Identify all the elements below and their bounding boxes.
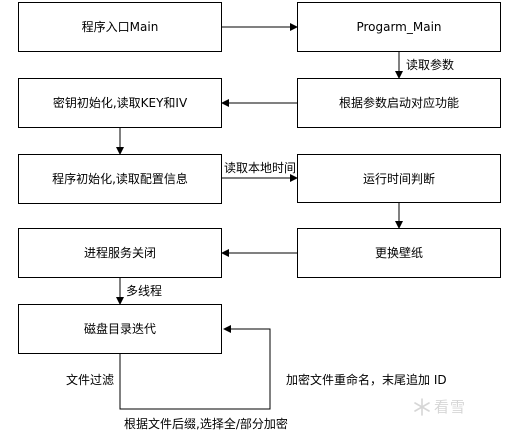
label-read-params: 读取参数 [406, 58, 455, 72]
label-read-local-time: 读取本地时间 [224, 161, 297, 175]
arrow-loop-back-to-disk [119, 325, 271, 410]
snowflake-icon [414, 397, 430, 416]
node-progarm-main: Progarm_Main [297, 2, 501, 52]
node-change-wallpaper: 更换壁纸 [297, 228, 501, 278]
node-key-init: 密钥初始化,读取KEY和IV [18, 78, 222, 128]
watermark: 看雪 [413, 396, 466, 417]
label-select-encrypt: 根据文件后缀,选择全/部分加密 [124, 417, 288, 431]
node-disk-iterate: 磁盘目录迭代 [18, 304, 222, 354]
node-program-init: 程序初始化,读取配置信息 [18, 154, 222, 204]
label-rename-append-id: 加密文件重命名，末尾追加 ID [286, 373, 447, 387]
node-start-by-params: 根据参数启动对应功能 [297, 78, 501, 128]
watermark-text: 看雪 [434, 398, 467, 416]
node-entry-main: 程序入口Main [18, 2, 222, 52]
label-multithread: 多线程 [126, 284, 163, 298]
node-time-check: 运行时间判断 [297, 154, 501, 203]
label-file-filter: 文件过滤 [66, 373, 115, 387]
node-kill-services: 进程服务关闭 [18, 228, 222, 278]
